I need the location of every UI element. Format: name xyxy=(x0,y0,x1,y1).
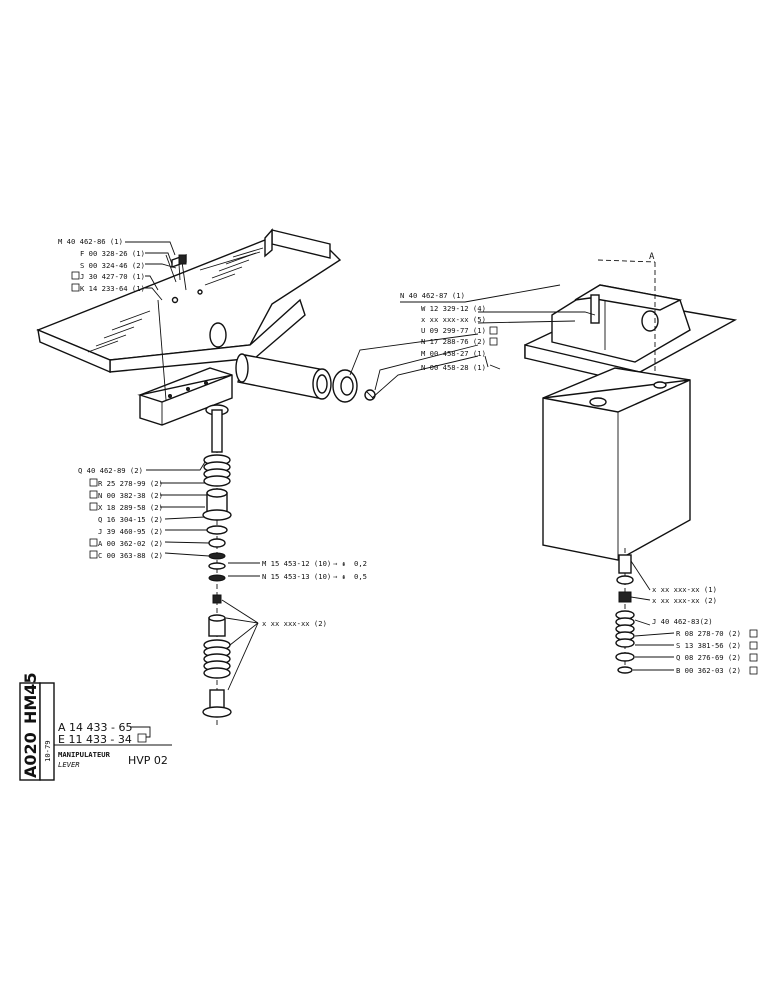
valve-block xyxy=(542,367,691,675)
left-label-1: Q 40 462-89 (2) xyxy=(78,466,143,475)
pivot-shaft xyxy=(235,353,376,403)
shim-label-1: M 15 453-12 (10) xyxy=(262,559,331,568)
left-label-7: A 00 362-02 (2) xyxy=(98,539,163,548)
left-spring-stack xyxy=(202,404,232,728)
date-code: 10-79 xyxy=(43,740,52,762)
shim-thickness-1: 0,2 xyxy=(354,559,367,568)
pedal-label-1: M 40 462-86 (1) xyxy=(58,237,123,246)
bracket-label-6: M 00 458-27 (1) xyxy=(421,349,486,358)
leader-lines xyxy=(125,241,675,691)
drawing-code: HVP 02 xyxy=(128,754,168,767)
left-label-6: J 39 460-95 (2) xyxy=(98,527,163,536)
pedal-screws xyxy=(171,254,187,281)
right-label-7: B 00 362-03 (2) xyxy=(676,666,741,675)
pedal-label-5: K 14 233-64 (1) xyxy=(80,284,145,293)
right-spring-stack xyxy=(615,554,635,674)
pedal-block xyxy=(137,299,233,426)
right-label-5: S 13 381-56 (2) xyxy=(676,641,741,650)
left-label-2: R 25 278-99 (2) xyxy=(98,479,163,488)
bracket-label-1: N 40 462-87 (1) xyxy=(400,291,465,300)
bracket-label-4: U 09 299-77 (1) xyxy=(421,326,486,335)
left-label-4: X 18 289-58 (2) xyxy=(98,503,163,512)
lower-stack-label: x xx xxx-xx (2) xyxy=(262,619,327,628)
sheet-code: A020 xyxy=(21,732,40,778)
bracket-label-5: N 17 288-76 (2) xyxy=(421,337,486,346)
shim-arrow-2: ⇒ ⇞ xyxy=(333,572,346,581)
mounting-bracket xyxy=(524,259,738,410)
right-label-6: Q 08 276-69 (2) xyxy=(676,653,741,662)
pedal-plate xyxy=(36,228,342,374)
left-label-8: C 00 363-88 (2) xyxy=(98,551,163,560)
left-label-3: N 00 382-38 (2) xyxy=(98,491,163,500)
right-label-4: R 08 278-70 (2) xyxy=(676,629,741,638)
right-label-3: J 40 462-83(2) xyxy=(652,617,713,626)
shim-thickness-2: 0,5 xyxy=(354,572,367,581)
callout-labels: M 40 462-86 (1) F 00 328-26 (1) S 00 324… xyxy=(58,237,758,675)
bracket-label-2: W 12 329-12 (4) xyxy=(421,304,486,313)
part-number-e: E 11 433 - 34 xyxy=(58,733,132,746)
part-number-a: A 14 433 - 65 xyxy=(58,721,132,734)
pedal-label-3: S 00 324-46 (2) xyxy=(80,261,145,270)
title-english: LEVER xyxy=(58,760,80,769)
view-marker: A xyxy=(649,252,655,262)
pedal-label-2: F 00 328-26 (1) xyxy=(80,249,145,258)
shim-label-2: N 15 453-13 (10) xyxy=(262,572,331,581)
model-code: HM45 xyxy=(21,672,40,724)
title-block: HM45 A020 10-79 A 14 433 - 65 E 11 433 -… xyxy=(19,672,172,781)
title-french: MANIPULATEUR xyxy=(58,750,111,759)
left-label-5: Q 16 304-15 (2) xyxy=(98,515,163,524)
shim-arrow-1: ⇒ ⇞ xyxy=(333,559,346,568)
bracket-label-3: x xx xxx-xx (5) xyxy=(421,315,486,324)
right-label-1: x xx xxx-xx (1) xyxy=(652,585,717,594)
right-label-2: x xx xxx-xx (2) xyxy=(652,596,717,605)
bracket-label-7: N 00 458-28 (1) xyxy=(421,363,486,372)
pedal-label-4: J 30 427-70 (1) xyxy=(80,272,145,281)
